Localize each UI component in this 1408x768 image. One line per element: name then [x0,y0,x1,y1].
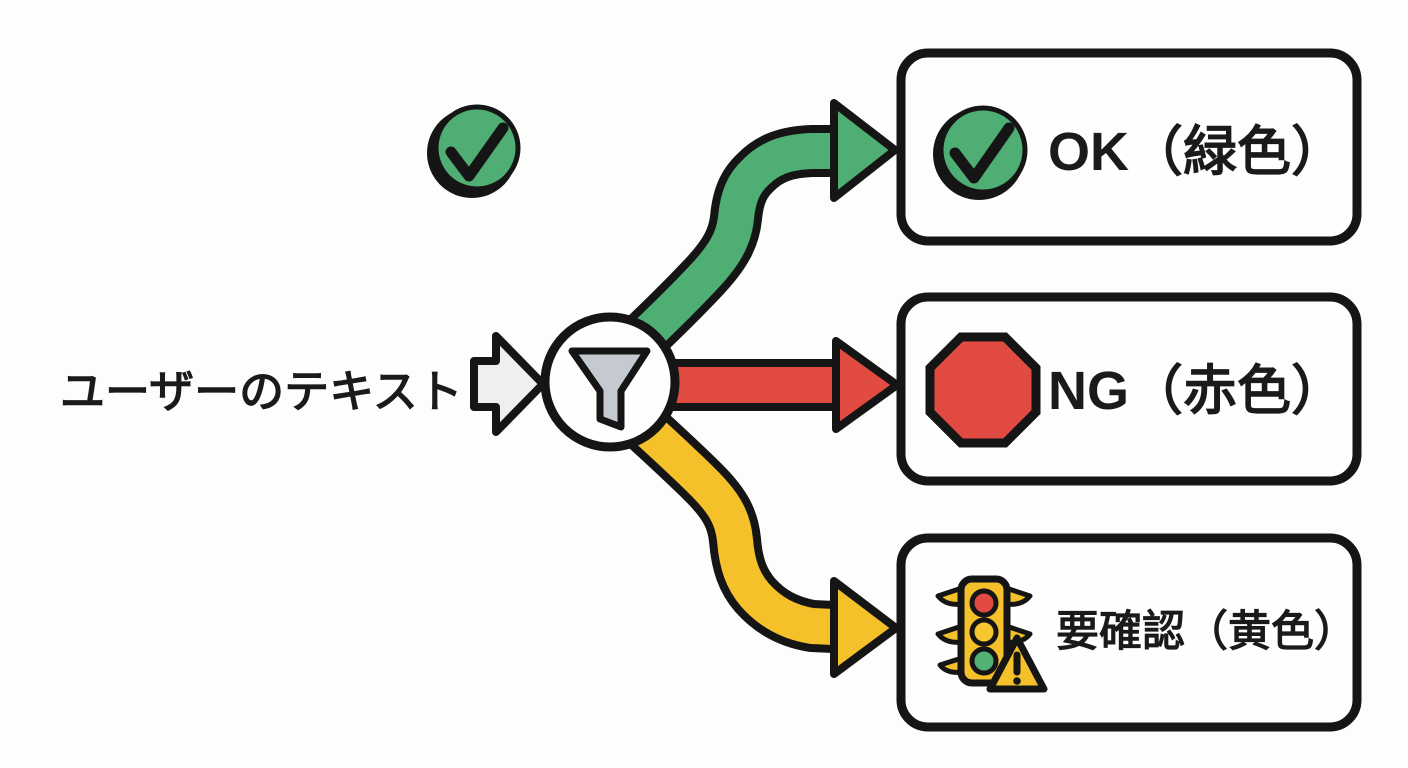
ok-arrow-core [614,133,834,367]
input-arrow-icon [470,332,547,436]
ng-arrowhead [832,337,901,433]
warning-exclamation-dot [1013,677,1021,685]
ok-arrowhead [830,99,899,202]
decorative-check-circle-icon [427,104,521,198]
traffic-light-icon [935,575,1048,693]
traffic-light-red [969,588,999,618]
review-outcome-box: 要確認（黄色） [896,533,1362,732]
user-text-label: ユーザーのテキスト [60,366,463,417]
warning-triangle-icon [986,634,1048,693]
traffic-light-yellow [969,617,999,647]
ok-check-glyph [949,122,1015,184]
ng-branch-arrow [652,337,901,433]
stop-octagon-icon [925,332,1041,448]
review-arrowhead [830,577,900,678]
ng-label: NG（赤色） [1048,361,1345,421]
traffic-light-green [969,646,999,676]
check-glyph [445,122,509,182]
filter-node [540,312,680,452]
ok-check-circle-icon [933,105,1028,200]
ok-branch-arrow [609,99,899,372]
funnel-icon [568,347,651,431]
ok-outcome-box: OK（緑色） [896,48,1362,246]
review-arrow-core [614,397,835,645]
ok-label: OK（緑色） [1048,122,1345,182]
ok-box-frame [896,48,1362,246]
ng-outcome-box: NG（赤色） [896,292,1362,486]
review-branch-arrow [609,391,900,678]
review-label: 要確認（黄色） [1056,608,1357,656]
